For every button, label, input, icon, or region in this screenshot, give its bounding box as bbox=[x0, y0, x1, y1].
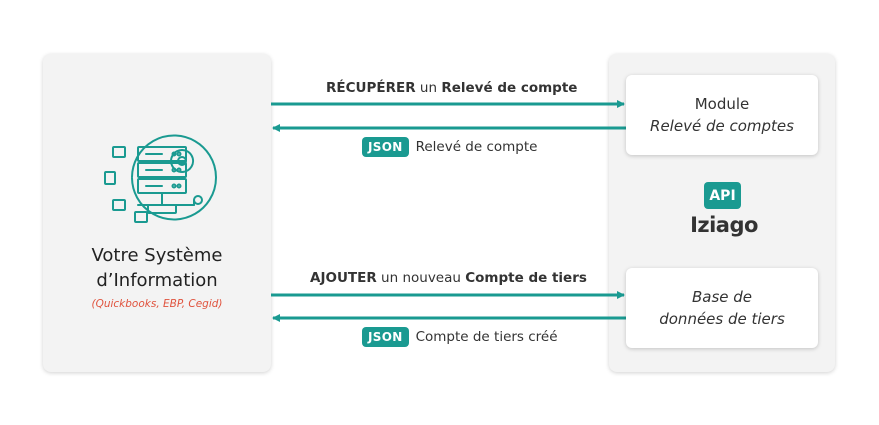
system-title: Votre Système d’Information bbox=[43, 243, 271, 293]
server-gear-icon bbox=[104, 134, 217, 223]
flow-label-3: AJOUTER un nouveau Compte de tiers bbox=[310, 270, 587, 286]
api-badge: API bbox=[704, 182, 741, 209]
flow-label-4: JSON Compte de tiers créé bbox=[362, 327, 558, 347]
base-line2: données de tiers bbox=[659, 310, 785, 328]
flow3-verb: AJOUTER bbox=[310, 270, 377, 286]
system-title-line1: Votre Système bbox=[91, 245, 223, 266]
json-badge: JSON bbox=[362, 327, 409, 347]
flow1-middle: un bbox=[415, 80, 442, 96]
system-subtitle: (Quickbooks, EBP, Cegid) bbox=[91, 298, 223, 310]
iziago-logo: Iziago bbox=[690, 213, 758, 237]
flow1-object: Relevé de compte bbox=[441, 80, 578, 96]
flow1-verb: RÉCUPÉRER bbox=[326, 80, 416, 96]
json-badge: JSON bbox=[362, 137, 409, 157]
module-line1: Module bbox=[694, 95, 750, 113]
system-title-line2: d’Information bbox=[96, 270, 218, 291]
flow4-text: Compte de tiers créé bbox=[415, 329, 558, 345]
base-line1: Base de bbox=[691, 288, 753, 306]
flow3-middle: un nouveau bbox=[376, 270, 466, 286]
module-card: Module Relevé de comptes bbox=[626, 75, 818, 155]
flow-label-2: JSON Relevé de compte bbox=[362, 137, 537, 157]
flow2-text: Relevé de compte bbox=[415, 139, 538, 155]
module-line2: Relevé de comptes bbox=[650, 117, 794, 135]
flow-label-1: RÉCUPÉRER un Relevé de compte bbox=[326, 80, 577, 96]
flow3-object: Compte de tiers bbox=[465, 270, 587, 286]
tiers-database-card: Base de données de tiers bbox=[626, 268, 818, 348]
